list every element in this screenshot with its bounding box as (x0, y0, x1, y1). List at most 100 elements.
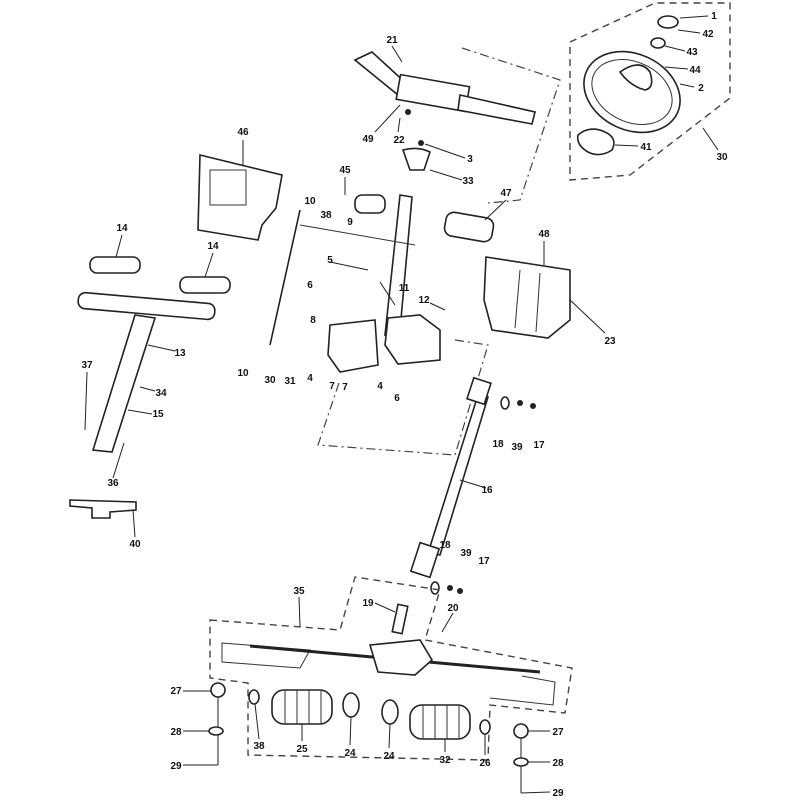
steering-column (384, 194, 413, 337)
rack-group-outline (209, 576, 573, 761)
callout: 37 (81, 360, 93, 371)
callout: 38 (253, 741, 265, 752)
callout: 32 (439, 755, 451, 766)
callout: 2 (698, 83, 704, 94)
callout: 38 (320, 210, 332, 221)
t-handle-post (91, 314, 157, 453)
lower-u-joint (409, 541, 441, 579)
intermediate-shaft (426, 394, 490, 556)
callout: 41 (640, 142, 652, 153)
callout: 14 (116, 223, 128, 234)
grip-left (89, 256, 141, 274)
switch-outline (461, 47, 561, 204)
callout: 16 (481, 485, 493, 496)
callout: 9 (347, 217, 353, 228)
boot-left (271, 689, 333, 725)
callout: 23 (604, 336, 616, 347)
callout: 4 (307, 373, 313, 384)
callout: 49 (362, 134, 374, 145)
callout: 47 (500, 188, 512, 199)
column-cover-lower (483, 256, 571, 339)
grip-right (179, 276, 231, 294)
pinion (391, 603, 409, 635)
callout: 40 (129, 539, 141, 550)
wheel-trim (576, 128, 615, 156)
callout: 35 (293, 586, 305, 597)
column-cover-upper (197, 153, 283, 241)
callout: 6 (307, 280, 313, 291)
callout: 24 (344, 748, 356, 759)
callout: 45 (339, 165, 351, 176)
callout: 18 (439, 540, 451, 551)
callout: 12 (418, 295, 430, 306)
t-handle-bar (77, 291, 216, 321)
horn-cap (657, 15, 679, 29)
callout-labels: 21 22 49 3 33 1 42 43 44 2 41 30 46 45 1… (81, 11, 728, 799)
callout: 1 (711, 11, 717, 22)
upper-u-joint (466, 376, 492, 406)
callout: 10 (237, 368, 249, 379)
clamp-left (342, 692, 360, 718)
callout: 6 (394, 393, 400, 404)
callout: 3 (467, 154, 473, 165)
column-bracket (327, 319, 379, 373)
callout: 24 (383, 751, 395, 762)
column-group-outline (317, 339, 489, 456)
callout: 7 (329, 381, 335, 392)
callout: 34 (155, 388, 167, 399)
column-bolt (299, 224, 416, 246)
callout: 7 (342, 382, 348, 393)
callout: 5 (327, 255, 333, 266)
callout: 29 (552, 788, 564, 799)
tie-rod-link (269, 209, 301, 346)
callout: 25 (296, 744, 308, 755)
callout: 13 (174, 348, 186, 359)
callout: 15 (152, 409, 164, 420)
callout: 29 (170, 761, 182, 772)
callout: 39 (511, 442, 523, 453)
wheel-nut (650, 37, 666, 49)
callout: 21 (386, 35, 398, 46)
callout: 30 (264, 375, 276, 386)
callout: 8 (310, 315, 316, 326)
light-lever (457, 94, 536, 125)
callout: 22 (393, 135, 405, 146)
wheel-group-outline (569, 2, 731, 181)
callout: 26 (479, 758, 491, 769)
callout: 31 (284, 376, 296, 387)
callout: 46 (237, 127, 249, 138)
callout: 27 (170, 686, 182, 697)
rack-housing (368, 639, 434, 676)
callout: 10 (304, 196, 316, 207)
tie-rod-end-right (513, 723, 529, 739)
callout: 28 (552, 758, 564, 769)
column-clamp (384, 314, 441, 365)
callout: 27 (552, 727, 564, 738)
ignition-switch (443, 211, 495, 243)
column-pad (354, 194, 386, 214)
callout: 30 (716, 152, 728, 163)
callout: 44 (689, 65, 701, 76)
wheel-inner (591, 59, 673, 125)
callout: 28 (170, 727, 182, 738)
handle-bracket (69, 499, 137, 519)
callout: 36 (107, 478, 119, 489)
callout: 17 (533, 440, 545, 451)
column-boot (401, 147, 431, 171)
clamp-right (381, 699, 399, 725)
callout: 11 (399, 283, 410, 294)
callout: 14 (207, 241, 219, 252)
callout: 39 (460, 548, 472, 559)
callout: 42 (702, 29, 714, 40)
callout: 43 (686, 47, 698, 58)
callout: 4 (377, 381, 383, 392)
cover-panel (209, 169, 247, 206)
boot-right (409, 704, 471, 740)
callout: 18 (492, 439, 504, 450)
wheel-hub (618, 64, 653, 91)
callout: 33 (462, 176, 474, 187)
callout: 19 (362, 598, 374, 609)
callout: 48 (538, 229, 550, 240)
